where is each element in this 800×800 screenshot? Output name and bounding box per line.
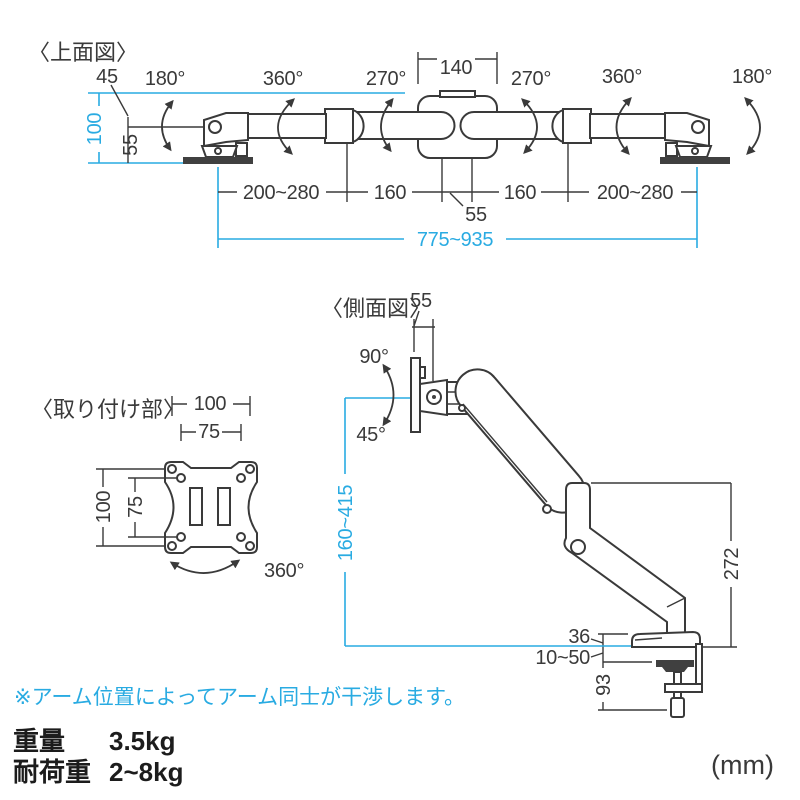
- dim-360-left: 360°: [263, 68, 303, 90]
- spec-weight-label: 重量: [13, 726, 66, 756]
- top-view-title: 〈上面図〉: [28, 40, 139, 65]
- dim-vesa-w100: 100: [194, 393, 227, 415]
- rotate-arrow-180-left: [161, 99, 174, 152]
- dim-55-offset: 55: [120, 134, 142, 156]
- mount-view-drawing: 100 75 100 75 360°: [93, 393, 304, 582]
- rotate-arrow-360-plate: [169, 559, 241, 574]
- spec-weight-value: 3.5kg: [109, 726, 176, 756]
- dim-vesa-h100: 100: [93, 491, 115, 524]
- rotate-arrow-360-right: [615, 97, 632, 156]
- spec-table: 重量 3.5kg 耐荷重 2~8kg: [13, 726, 183, 788]
- dim-45deg: 45°: [356, 424, 385, 446]
- dim-vesa-w75: 75: [198, 421, 220, 443]
- dim-160-right: 160: [504, 182, 537, 204]
- dim-270-right: 270°: [511, 68, 551, 90]
- tilt-arrow-90-45: [382, 363, 395, 427]
- dim-100-offset: 100: [84, 113, 106, 146]
- dim-270-left: 270°: [366, 68, 406, 90]
- spec-load-value: 2~8kg: [109, 757, 184, 787]
- dim-55-center: 55: [465, 204, 487, 226]
- rotate-arrow-270-left: [380, 97, 394, 153]
- dim-180-right: 180°: [732, 66, 772, 88]
- spec-load-label: 耐荷重: [13, 757, 92, 787]
- dim-140: 140: [440, 57, 473, 79]
- spec-row-weight: 重量 3.5kg: [13, 726, 183, 757]
- dim-55-vesa: 55: [410, 290, 432, 312]
- dim-200-280-right: 200~280: [597, 182, 673, 204]
- dim-160-left: 160: [374, 182, 407, 204]
- spec-row-load: 耐荷重 2~8kg: [13, 757, 183, 788]
- dim-total-width: 775~935: [417, 229, 493, 251]
- dim-90deg: 90°: [359, 346, 388, 368]
- dim-360-right: 360°: [602, 66, 642, 88]
- dim-93: 93: [593, 674, 615, 696]
- dim-vesa-h75: 75: [125, 496, 147, 518]
- dim-360-plate: 360°: [264, 560, 304, 582]
- rotate-arrow-270-right: [521, 98, 538, 154]
- side-view-title: 〈側面図〉: [321, 296, 432, 321]
- dim-36: 36: [568, 626, 590, 648]
- rotate-arrow-180-right: [744, 97, 761, 155]
- rotate-arrow-360-left: [277, 98, 295, 155]
- dim-desk-thickness: 10~50: [535, 647, 590, 669]
- dim-45: 45: [96, 66, 118, 88]
- dim-272: 272: [721, 548, 743, 581]
- top-view-drawing: 45 180° 360° 270° 140 270° 360° 180° 100…: [84, 52, 772, 251]
- dim-height-range: 160~415: [335, 485, 357, 561]
- dim-180-left: 180°: [145, 68, 185, 90]
- dim-200-280-left: 200~280: [243, 182, 319, 204]
- interference-note: ※アーム位置によってアーム同士が干渉します。: [14, 686, 466, 709]
- side-view-drawing: 55 90° 45° 160~415 272 36 10~50 93: [335, 290, 743, 718]
- mount-view-title: 〈取り付け部〉: [31, 397, 186, 422]
- units-label: (mm): [711, 750, 774, 780]
